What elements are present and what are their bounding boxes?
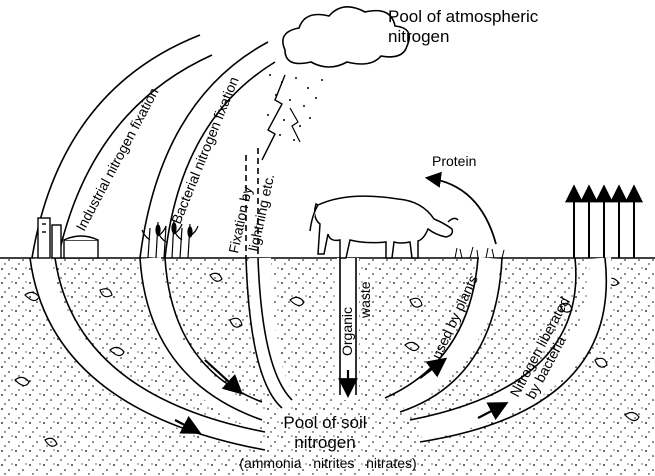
soil-label-line2: nitrogen xyxy=(294,433,355,452)
up-arrows-icon xyxy=(574,188,634,258)
soil-label-line1: Pool of soil xyxy=(283,413,366,432)
lightning-fork xyxy=(290,108,300,142)
waste-label: waste xyxy=(357,281,373,319)
soil-label-line3: (ammonia nitrites nitrates) xyxy=(239,455,416,471)
organic-label: Organic xyxy=(339,307,355,356)
lightning-bolt xyxy=(262,75,285,160)
bacterial-label: Bacterial nitrogen fixation xyxy=(168,74,242,226)
grass-icon xyxy=(455,247,504,258)
cow-icon xyxy=(310,196,458,258)
atmosphere-label-line2: nitrogen xyxy=(388,27,449,46)
protein-label: Protein xyxy=(432,153,476,169)
atmosphere-label-line1: Pool of atmospheric xyxy=(388,7,539,26)
lightning-label: lightning etc. xyxy=(245,172,277,252)
